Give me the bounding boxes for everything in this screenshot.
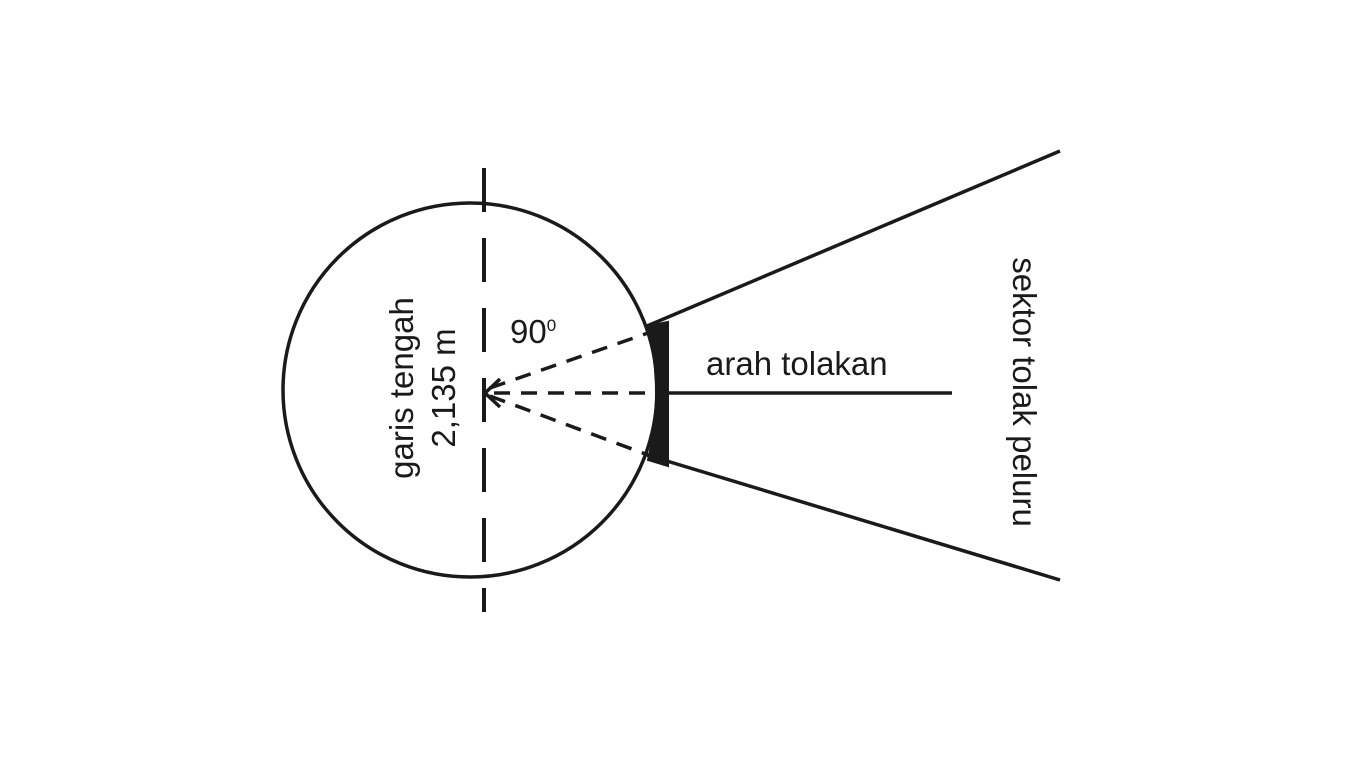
diameter-label-line1: garis tengah <box>383 297 420 479</box>
sector-lower-line <box>646 453 1061 582</box>
angle-upper-dashed-line <box>489 331 649 390</box>
sector-upper-line <box>646 149 1061 328</box>
angle-label: 900 <box>510 313 556 350</box>
angle-value: 90 <box>510 313 547 350</box>
diameter-label-line2: 2,135 m <box>425 328 462 447</box>
angle-lower-dashed-line <box>489 394 649 457</box>
sector-label: sektor tolak peluru <box>1006 257 1043 527</box>
arrowhead-icon <box>482 377 502 409</box>
throw-direction-label: arah tolakan <box>706 345 888 382</box>
throwing-circle <box>281 201 659 579</box>
stop-board <box>646 320 669 468</box>
angle-degree-superscript: 0 <box>547 316 556 335</box>
